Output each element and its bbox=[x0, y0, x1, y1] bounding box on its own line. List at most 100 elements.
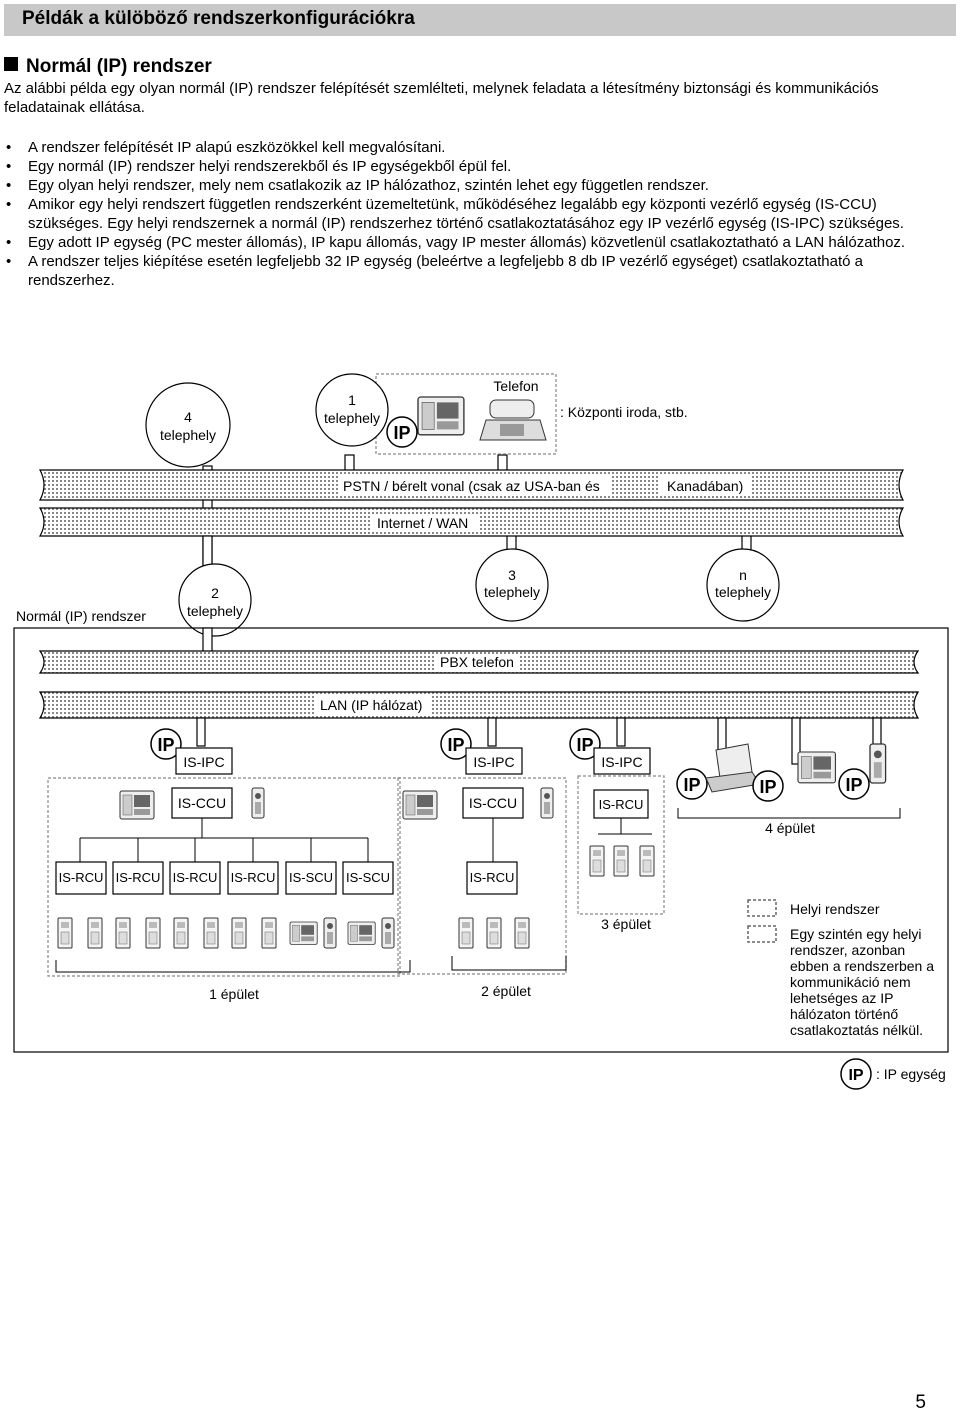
master-station-icon bbox=[402, 790, 438, 820]
legend-isolated-line: rendszer, azonban bbox=[790, 942, 905, 958]
master-station-icon bbox=[119, 790, 155, 820]
ip-badge-icon: IP bbox=[150, 728, 182, 760]
svg-text:IP: IP bbox=[576, 735, 593, 755]
pstn-label: PSTN / bérelt vonal (csak az USA-ban és bbox=[343, 478, 600, 494]
pbx-band: PBX telefon bbox=[38, 650, 920, 674]
telephone-icon bbox=[479, 399, 547, 441]
is-ipc-label: IS-IPC bbox=[601, 754, 642, 770]
system-label: Normál (IP) rendszer bbox=[16, 608, 146, 624]
ip-legend-label: : IP egység bbox=[876, 1066, 946, 1082]
svg-text:IP: IP bbox=[848, 1067, 863, 1084]
building-1: IP IS-IPC IS-CCU IS-RCU IS-RCU IS-RC bbox=[47, 728, 411, 1002]
site-2-circle: 2 telephely bbox=[178, 563, 252, 637]
system-frame bbox=[13, 627, 949, 1053]
site-2-label: telephely bbox=[187, 603, 243, 619]
sub-stations bbox=[57, 917, 395, 949]
building-2-label: 2 épület bbox=[481, 983, 531, 999]
system-drop-line bbox=[202, 627, 213, 653]
bullet-item: Egy normál (IP) rendszer helyi rendszere… bbox=[4, 157, 952, 176]
site-3-number: 3 bbox=[508, 567, 516, 583]
is-scu-label: IS-SCU bbox=[346, 870, 390, 885]
legend: Helyi rendszer Egy szintén egy helyi ren… bbox=[747, 899, 934, 1038]
building-4-label: 4 épület bbox=[765, 820, 815, 836]
square-bullet-icon bbox=[4, 57, 18, 71]
building-3-label: 3 épület bbox=[601, 916, 651, 932]
page-heading: Példák a külöböző rendszerkonfigurációkr… bbox=[22, 8, 415, 29]
lan-drop-lines bbox=[196, 717, 882, 765]
wan-band: Internet / WAN bbox=[38, 507, 905, 537]
is-ipc-label: IS-IPC bbox=[183, 754, 224, 770]
ip-badge-icon: IP bbox=[440, 728, 472, 760]
section-title: Normál (IP) rendszer bbox=[4, 56, 212, 78]
door-station-icon bbox=[540, 787, 554, 819]
is-rcu-label: IS-RCU bbox=[470, 870, 515, 885]
site-2-number: 2 bbox=[211, 585, 219, 601]
is-rcu-label: IS-RCU bbox=[173, 870, 218, 885]
legend-isolated-line: lehetséges az IP bbox=[790, 990, 894, 1006]
svg-text:IP: IP bbox=[845, 775, 862, 795]
is-scu-label: IS-SCU bbox=[289, 870, 333, 885]
svg-text:IP: IP bbox=[157, 735, 174, 755]
header-bar: Példák a külöböző rendszerkonfigurációkr… bbox=[4, 4, 956, 36]
laptop-icon bbox=[705, 743, 761, 793]
is-ipc-label: IS-IPC bbox=[473, 754, 514, 770]
site-4-number: 4 bbox=[184, 409, 192, 425]
svg-text:IP: IP bbox=[393, 423, 410, 443]
section-title-text: Normál (IP) rendszer bbox=[26, 56, 212, 77]
building-4: IP IP IP 4 épület bbox=[676, 743, 901, 836]
site-3-circle: 3 telephely bbox=[475, 548, 549, 622]
ip-badge-icon: IP bbox=[838, 768, 870, 800]
telephone-label: Telefon bbox=[493, 378, 538, 394]
site-n-number: n bbox=[739, 567, 747, 583]
building-3: IP IS-IPC IS-RCU 3 épület bbox=[569, 728, 665, 932]
is-rcu-label: IS-RCU bbox=[599, 797, 644, 812]
pstn-band: PSTN / bérelt vonal (csak az USA-ban és … bbox=[39, 469, 904, 501]
site-n-label: telephely bbox=[715, 584, 771, 600]
site-1-label: telephely bbox=[324, 410, 380, 426]
is-rcu-label: IS-RCU bbox=[59, 870, 104, 885]
door-station-icon bbox=[869, 743, 887, 784]
svg-text:IP: IP bbox=[447, 735, 464, 755]
unit-row: IS-RCU IS-RCU IS-RCU IS-RCU IS-SCU IS-SC… bbox=[55, 861, 394, 895]
central-office-label: : Központi iroda, stb. bbox=[560, 404, 688, 420]
legend-isolated-line: Egy szintén egy helyi bbox=[790, 926, 922, 942]
svg-text:IP: IP bbox=[683, 775, 700, 795]
bullet-item: A rendszer felépítését IP alapú eszközök… bbox=[4, 138, 952, 157]
door-station-icon bbox=[251, 787, 265, 819]
site-4-circle: 4 telephely bbox=[145, 382, 231, 468]
bullet-item: A rendszer teljes kiépítése esetén legfe… bbox=[4, 252, 952, 290]
ip-legend: IP : IP egység bbox=[840, 1058, 946, 1090]
is-rcu-label: IS-RCU bbox=[231, 870, 276, 885]
bullet-item: Egy olyan helyi rendszer, mely nem csatl… bbox=[4, 176, 952, 195]
is-rcu-label: IS-RCU bbox=[116, 870, 161, 885]
is-ccu-label: IS-CCU bbox=[178, 795, 226, 811]
ip-badge-icon: IP bbox=[386, 416, 418, 448]
is-ccu-label: IS-CCU bbox=[469, 795, 517, 811]
pbx-label: PBX telefon bbox=[440, 654, 514, 670]
master-station-icon bbox=[417, 396, 465, 436]
building-2: IP IS-IPC IS-CCU IS-RCU 2 épület bbox=[397, 728, 567, 999]
site-3-label: telephely bbox=[484, 584, 540, 600]
site-1-office: 1 telephely IP Telefon bbox=[315, 373, 557, 455]
lan-band: LAN (IP hálózat) bbox=[38, 691, 920, 719]
wan-label: Internet / WAN bbox=[377, 515, 468, 531]
site-4-label: telephely bbox=[160, 427, 216, 443]
legend-local-label: Helyi rendszer bbox=[790, 901, 880, 917]
legend-isolated-line: hálózaton történő bbox=[790, 1006, 898, 1022]
intro-paragraph: Az alábbi példa egy olyan normál (IP) re… bbox=[4, 80, 879, 116]
bullet-list: A rendszer felépítését IP alapú eszközök… bbox=[4, 138, 952, 290]
ip-badge-icon: IP bbox=[752, 770, 784, 802]
ip-badge-icon: IP bbox=[840, 1058, 872, 1090]
site-n-circle: n telephely bbox=[706, 548, 780, 622]
site-1-number: 1 bbox=[348, 392, 356, 408]
legend-isolated-line: kommunikáció nem bbox=[790, 974, 911, 990]
master-station-icon bbox=[797, 751, 836, 784]
legend-isolated-line: csatlakoztatás nélkül. bbox=[790, 1022, 923, 1038]
building-1-label: 1 épület bbox=[209, 986, 259, 1002]
lan-label: LAN (IP hálózat) bbox=[320, 697, 422, 713]
bullet-item: Amikor egy helyi rendszert független ren… bbox=[4, 195, 952, 233]
pstn-label-2: Kanadában) bbox=[667, 478, 743, 494]
legend-isolated-line: ebben a rendszerben a bbox=[790, 958, 934, 974]
page-number: 5 bbox=[915, 1392, 926, 1413]
